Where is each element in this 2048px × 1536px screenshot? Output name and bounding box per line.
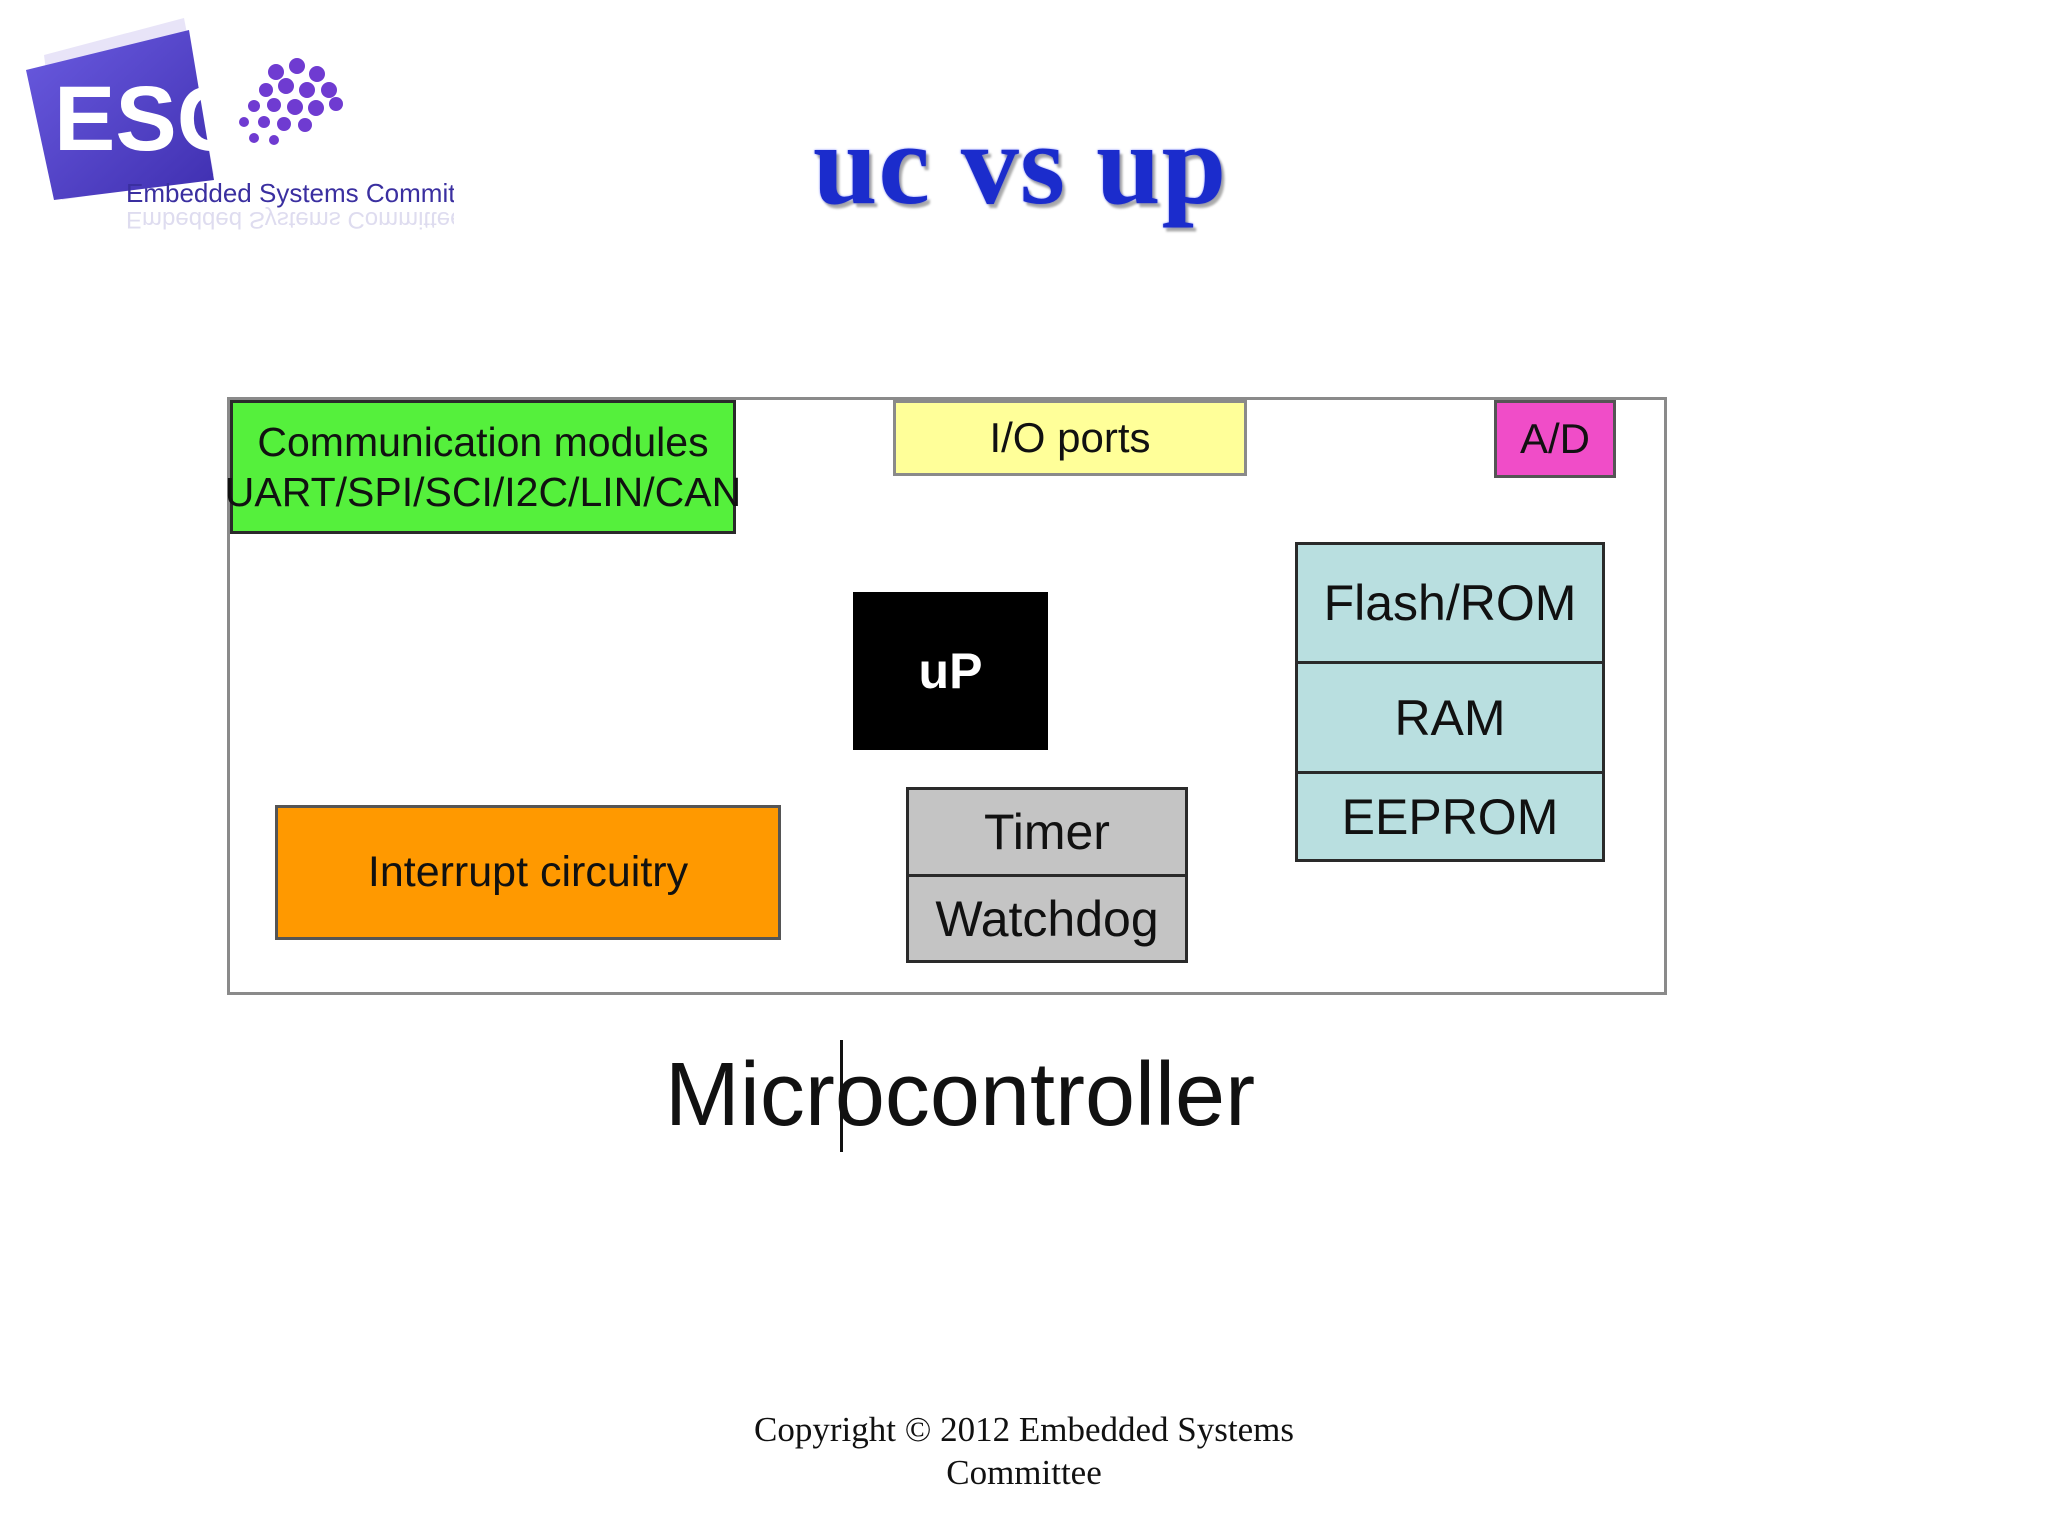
up-box: uP — [853, 592, 1048, 750]
flash-rom-box: Flash/ROM — [1298, 545, 1602, 664]
logo-letters: ESC — [54, 68, 243, 170]
text-caret — [840, 1040, 843, 1152]
communication-modules-box: Communication modules UART/SPI/SCI/I2C/L… — [225, 400, 741, 534]
watchdog-box: Watchdog — [935, 890, 1159, 947]
svg-text:Embedded Systems Committee: Embedded Systems Committee — [126, 206, 454, 233]
timer-watchdog-stack: Timer Watchdog — [906, 787, 1188, 963]
io-ports-box: I/O ports — [893, 400, 1247, 476]
comm-line1: Communication modules — [257, 419, 709, 465]
ad-box: A/D — [1494, 400, 1616, 478]
footer-line1: Copyright © 2012 Embedded Systems — [754, 1410, 1294, 1449]
timer-box: Timer — [909, 790, 1185, 877]
comm-line2: UART/SPI/SCI/I2C/LIN/CAN — [224, 469, 742, 515]
eeprom-box: EEPROM — [1341, 788, 1559, 845]
microcontroller-block: Communication modules UART/SPI/SCI/I2C/L… — [225, 397, 1667, 995]
logo-subtitle: Embedded Systems Committee — [126, 178, 454, 208]
slide-title: uc vs up — [812, 101, 1228, 229]
interrupt-circuitry-box: Interrupt circuitry — [275, 805, 781, 940]
microcontroller-label: Microcontroller — [664, 1045, 1256, 1145]
esc-logo: ESC Embedded Systems Committee Embedded … — [14, 10, 454, 240]
memory-stack: Flash/ROM RAM EEPROM — [1295, 542, 1605, 862]
copyright-footer: Copyright © 2012 Embedded Systems Commit… — [674, 1408, 1374, 1500]
ram-box: RAM — [1298, 664, 1602, 774]
footer-line2: Committee — [946, 1453, 1102, 1492]
